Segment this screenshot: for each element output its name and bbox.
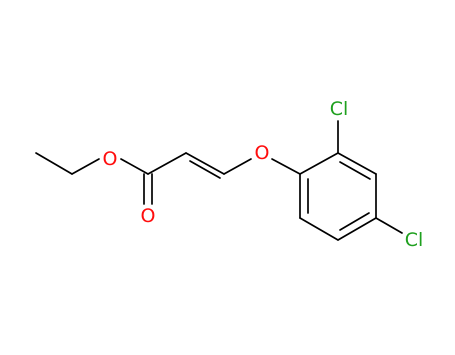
bond-ch2-o [71,158,100,175]
bond-vinyl-o [223,158,252,175]
bond-carbonyl-alpha [147,152,187,175]
bond-alkene [185,152,225,175]
bond-alkene-inner [189,160,221,179]
ring-bond-5 [299,217,339,241]
bond-ch3-ch2 [35,152,73,175]
ring-bond-4 [337,217,377,241]
chlorine-ortho-label: Cl [330,98,349,120]
ether-oxygen-label: O [255,142,270,164]
ring-bond-2-inner [339,161,371,180]
bond-o-ring [271,158,301,175]
bond-ring-cl-para [375,217,403,234]
ring-bond-1 [299,152,339,175]
ester-oxygen-label: O [103,148,118,170]
ring-bond-4-inner [339,212,370,231]
carbonyl-oxygen-label: O [141,205,156,227]
ring-bond-2 [337,152,377,175]
bond-o-carbonyl [120,158,149,175]
chlorine-para-label: Cl [405,229,424,251]
